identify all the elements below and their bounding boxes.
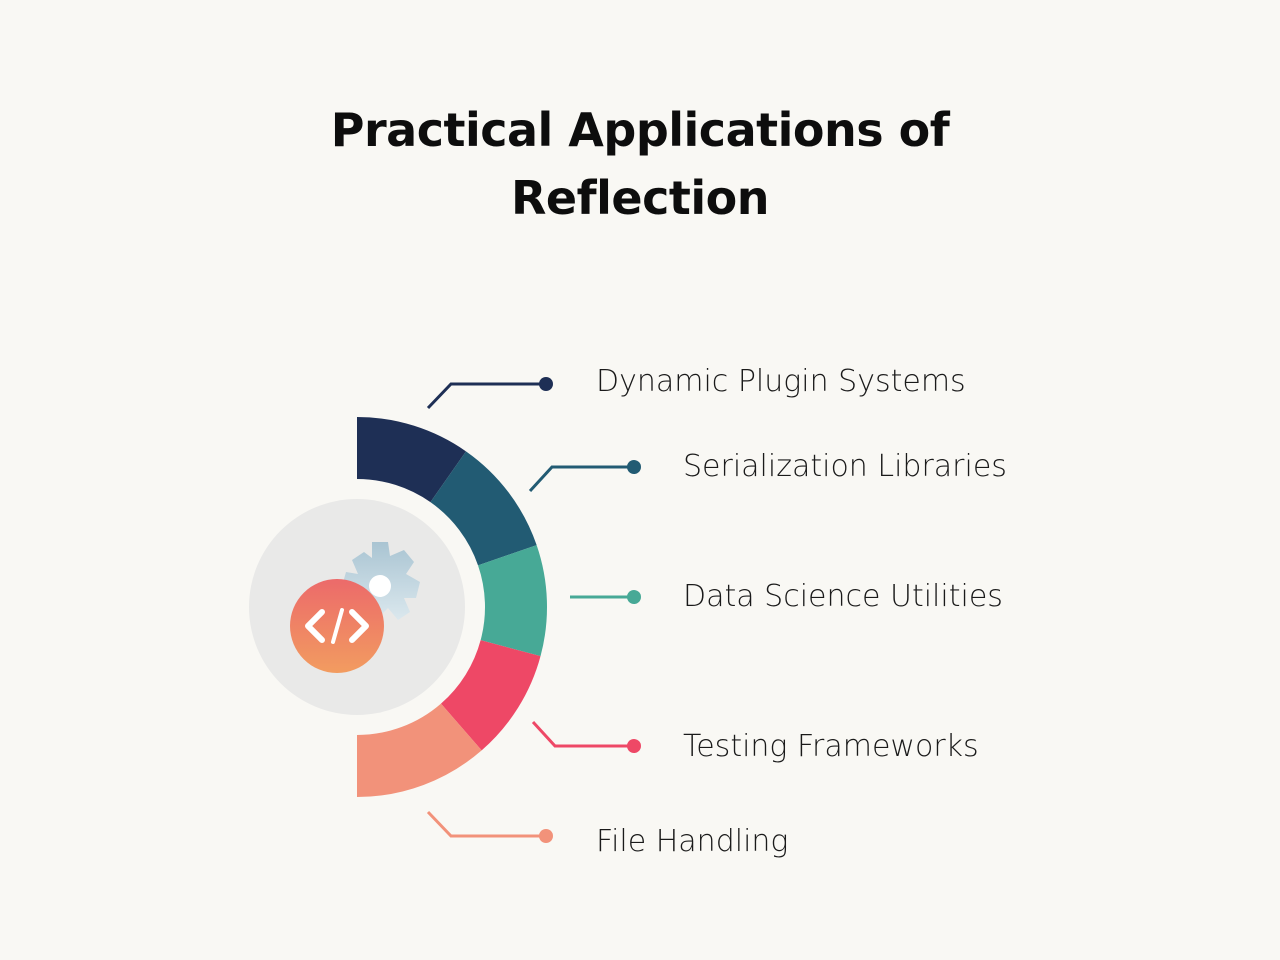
title-line-2: Reflection: [511, 171, 769, 225]
connector-dot: [627, 739, 641, 753]
arc-segment-testing-frameworks: [440, 640, 541, 751]
connector-file-handling: [426, 810, 553, 843]
connector-data-science-utilities: [570, 590, 641, 604]
title-line-1: Practical Applications of: [330, 103, 950, 157]
label-dynamic-plugin-systems: Dynamic Plugin Systems: [596, 364, 966, 399]
diagram-title: Practical Applications of Reflection: [0, 96, 1280, 232]
connector-dot: [539, 377, 553, 391]
arc-segment-dynamic-plugin-systems: [357, 417, 466, 503]
connector-testing-frameworks: [531, 720, 641, 753]
label-file-handling: File Handling: [596, 824, 789, 859]
connector-dot: [627, 590, 641, 604]
label-testing-frameworks: Testing Frameworks: [683, 729, 979, 764]
connector-serialization-libraries: [528, 460, 641, 493]
label-data-science-utilities: Data Science Utilities: [683, 579, 1003, 614]
code-icon: [290, 579, 384, 673]
arc-segment-file-handling: [357, 703, 482, 797]
arc-segment-serialization-libraries: [430, 451, 537, 566]
arc-segment-data-science-utilities: [478, 545, 547, 657]
connector-dot: [539, 829, 553, 843]
label-serialization-libraries: Serialization Libraries: [683, 449, 1007, 484]
connector-dot: [627, 460, 641, 474]
connector-dynamic-plugin-systems: [426, 377, 553, 410]
